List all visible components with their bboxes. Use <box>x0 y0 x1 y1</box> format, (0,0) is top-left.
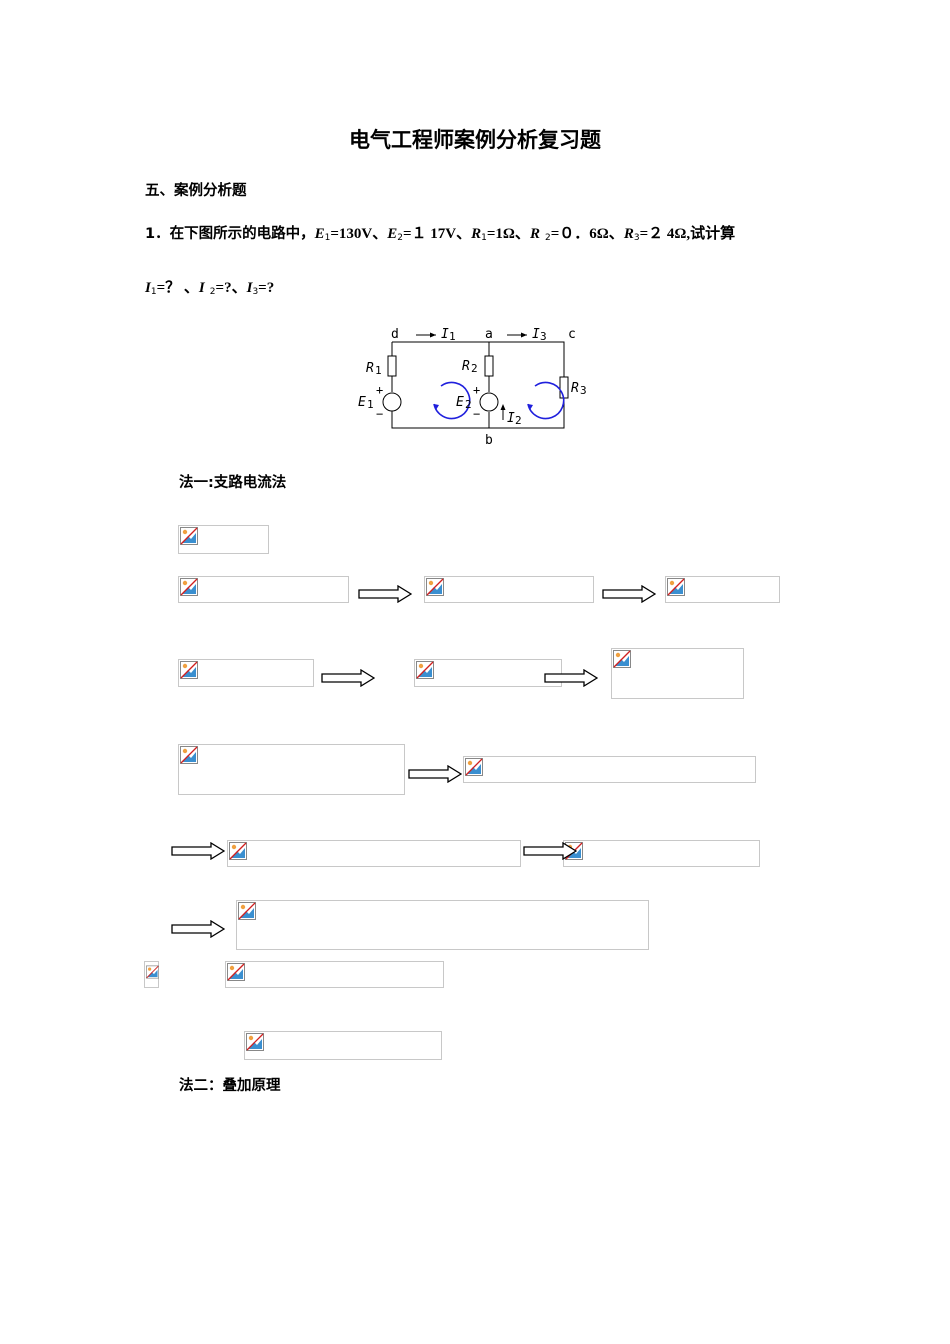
svg-text:1: 1 <box>449 330 456 343</box>
equation-image <box>463 756 756 783</box>
svg-text:1: 1 <box>367 398 374 411</box>
svg-text:I: I <box>532 327 540 342</box>
equation-image <box>244 1031 442 1060</box>
svg-text:+: + <box>376 383 383 397</box>
node-d-label: d <box>391 327 399 342</box>
q1-i3-ask: =? <box>258 280 275 296</box>
equation-image <box>178 659 314 687</box>
q1-e2-value: =１ 17V、 <box>402 226 472 242</box>
svg-text:I: I <box>507 411 515 426</box>
svg-text:I: I <box>441 327 449 342</box>
svg-text:R: R <box>571 381 579 396</box>
q1-e1-value: =130V、 <box>330 226 388 242</box>
svg-text:3: 3 <box>580 384 587 397</box>
q1-r2-value: =０．6Ω、 <box>550 226 624 242</box>
q1-r3-value: =２ 4Ω,试计算 <box>639 226 736 242</box>
broken-image-icon <box>426 578 444 596</box>
equation-image <box>563 840 760 867</box>
equation-image <box>424 576 594 603</box>
svg-text:2: 2 <box>465 398 472 411</box>
svg-text:+: + <box>473 383 480 397</box>
equation-image <box>227 840 521 867</box>
broken-image-icon <box>229 842 247 860</box>
svg-text:2: 2 <box>515 414 522 427</box>
svg-text:1: 1 <box>375 364 382 377</box>
equation-image <box>611 648 744 699</box>
question-1-line-2: I1=？ 、I 2=?、I3=? <box>145 280 275 297</box>
question-1-line-1: 1．在下图所示的电路中，E1=130V、E2=１ 17V、R1=1Ω、R 2=０… <box>145 226 736 243</box>
svg-text:E: E <box>358 395 366 410</box>
svg-text:E: E <box>456 395 464 410</box>
hollow-right-arrow-icon <box>544 669 598 687</box>
node-c-label: c <box>568 327 576 342</box>
svg-text:−: − <box>473 407 480 421</box>
hollow-right-arrow-icon <box>171 842 225 860</box>
q1-r1-value: =1Ω、 <box>486 226 530 242</box>
broken-image-icon <box>667 578 685 596</box>
equation-image <box>178 576 349 603</box>
equation-image <box>178 525 269 554</box>
equation-image <box>414 659 562 687</box>
method-2-heading: 法二：叠加原理 <box>179 1078 281 1094</box>
equation-image <box>236 900 649 950</box>
svg-text:R: R <box>462 359 470 374</box>
broken-image-icon <box>180 527 198 545</box>
broken-image-icon <box>613 650 631 668</box>
equation-image <box>178 744 405 795</box>
broken-image-icon <box>465 758 483 776</box>
hollow-right-arrow-icon <box>602 585 656 603</box>
hollow-right-arrow-icon <box>171 920 225 938</box>
svg-text:R: R <box>366 361 374 376</box>
equation-image <box>665 576 780 603</box>
broken-image-icon <box>180 578 198 596</box>
broken-image-icon <box>246 1033 264 1051</box>
q1-i2-ask: =?、 <box>215 280 247 296</box>
hollow-right-arrow-icon <box>321 669 375 687</box>
equation-image <box>144 961 159 988</box>
node-b-label: b <box>485 433 493 448</box>
broken-image-icon <box>238 902 256 920</box>
node-a-label: a <box>485 327 493 342</box>
hollow-right-arrow-icon <box>408 765 462 783</box>
broken-image-icon <box>180 661 198 679</box>
svg-text:−: − <box>376 407 383 421</box>
hollow-right-arrow-icon <box>358 585 412 603</box>
page-title: 电气工程师案例分析复习题 <box>349 128 601 152</box>
section-heading: 五、案例分析题 <box>145 183 247 199</box>
method-1-heading: 法一:支路电流法 <box>179 475 287 491</box>
q1-i1-ask: =？ 、 <box>156 280 199 296</box>
broken-image-icon <box>416 661 434 679</box>
equation-image <box>225 961 444 988</box>
broken-image-icon <box>146 965 159 979</box>
hollow-right-arrow-icon <box>523 842 577 860</box>
q1-prefix: 1．在下图所示的电路中， <box>145 226 315 242</box>
svg-text:3: 3 <box>540 330 547 343</box>
broken-image-icon <box>180 746 198 764</box>
broken-image-icon <box>227 963 245 981</box>
svg-text:2: 2 <box>471 362 478 375</box>
